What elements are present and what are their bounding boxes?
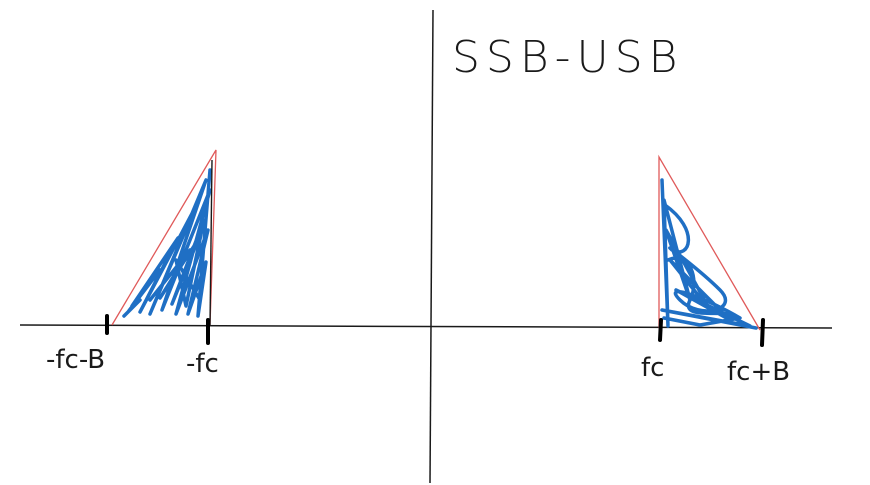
label-neg-fc: -fc: [186, 349, 219, 379]
diagram-title: SSB-USB: [452, 32, 684, 83]
negative-sideband-outline: [111, 149, 217, 326]
amplitude-axis: [429, 9, 434, 484]
label-neg-fc-minus-b: -fc-B: [46, 345, 105, 375]
positive-sideband: [658, 154, 761, 331]
tick-fc-plus-b: [760, 318, 765, 347]
negative-sideband: [111, 149, 217, 326]
frequency-axis: [19, 324, 833, 329]
label-fc: fc: [641, 353, 664, 383]
label-fc-plus-b: fc+B: [727, 357, 790, 387]
negative-sideband-scribble: [122, 168, 212, 318]
positive-sideband-outline: [658, 154, 761, 331]
tick-fc: [658, 318, 663, 342]
negative-sideband-edge: [209, 159, 213, 326]
positive-sideband-scribble: [660, 178, 758, 330]
